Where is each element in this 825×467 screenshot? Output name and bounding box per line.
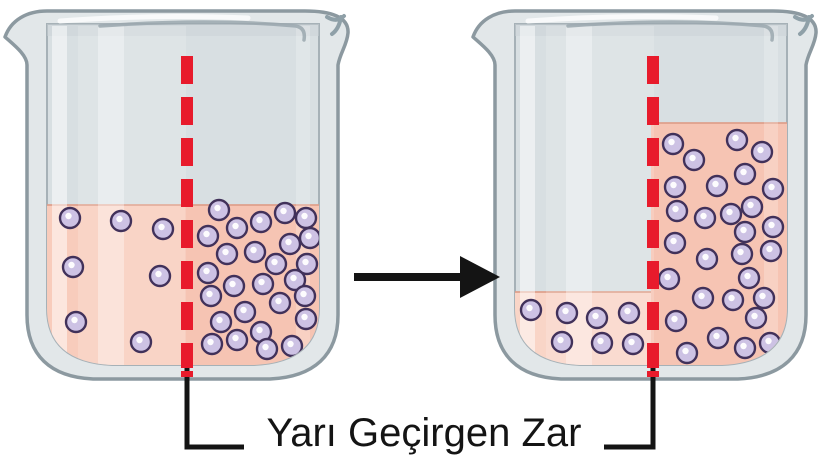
solute-particle: [759, 239, 783, 263]
solute-particle: [693, 206, 717, 230]
solute-particle: [129, 330, 153, 354]
arrow-head: [460, 256, 500, 298]
solute-particle: [264, 252, 288, 276]
solute-particle: [752, 286, 776, 310]
solute-particle: [243, 240, 267, 264]
solute-particle: [705, 174, 729, 198]
solute-particle: [278, 232, 302, 256]
membrane-dash-tick: [181, 371, 193, 377]
solute-particle: [295, 252, 319, 276]
solute-particle: [730, 242, 754, 266]
solute-particle: [621, 332, 645, 356]
solute-particle: [64, 310, 88, 334]
solute-particle: [617, 301, 641, 325]
solute-particle: [215, 242, 239, 266]
particle-layer: [519, 128, 785, 365]
solute-particle: [695, 247, 719, 271]
solute-particle: [222, 274, 246, 298]
solute-particle: [196, 224, 220, 248]
solute-particle: [664, 309, 688, 333]
particle-layer: [58, 198, 319, 361]
solute-particle: [682, 148, 706, 172]
callout-line-left: [184, 360, 244, 450]
solute-particle: [663, 231, 687, 255]
solute-particle: [691, 286, 715, 310]
solute-particle: [519, 298, 543, 322]
membrane-overlays: [181, 344, 659, 377]
solute-particle: [737, 266, 761, 290]
solute-particle: [750, 140, 774, 164]
solute-particle: [585, 306, 609, 330]
solute-particle: [268, 291, 292, 315]
solute-particle: [733, 220, 757, 244]
solute-particle: [725, 128, 749, 152]
solute-particle: [199, 284, 223, 308]
membrane-dash-overlay: [647, 344, 659, 368]
solute-particle: [719, 202, 743, 226]
solute-particle: [233, 300, 257, 324]
membrane-callout: [184, 360, 656, 450]
solute-particle: [744, 306, 768, 330]
solute-particle: [761, 215, 785, 239]
solute-particle: [294, 307, 318, 331]
solute-particle: [661, 132, 685, 156]
solute-particle: [590, 331, 614, 355]
solute-particle: [283, 268, 307, 292]
solute-particle: [273, 201, 297, 225]
solute-particle: [761, 177, 785, 201]
solute-particle: [298, 226, 319, 250]
solute-particle: [209, 310, 233, 334]
solute-particle: [61, 255, 85, 279]
solute-particle: [196, 261, 220, 285]
membrane-label: Yarı Geçirgen Zar: [267, 411, 582, 455]
solute-particle: [109, 209, 133, 233]
solute-particle: [225, 216, 249, 240]
solute-particle: [555, 301, 579, 325]
solute-particle: [148, 264, 172, 288]
solute-particle: [151, 217, 175, 241]
solute-particle: [207, 198, 231, 222]
beaker-before: [3, 9, 350, 381]
solute-particle: [255, 337, 279, 361]
transition-arrow: [354, 256, 500, 298]
solute-particle: [293, 284, 317, 308]
solute-particle: [280, 334, 304, 358]
solute-particle: [657, 267, 681, 291]
membrane-dash-tick: [647, 371, 659, 377]
callout-line-right: [604, 360, 656, 450]
solute-particle: [665, 199, 689, 223]
solute-particle: [251, 272, 275, 296]
solute-particle: [733, 336, 757, 360]
solute-particle: [721, 288, 745, 312]
beaker-after: [471, 9, 818, 381]
solute-particle: [294, 206, 318, 230]
arrow-shaft: [354, 273, 464, 281]
solute-particle: [663, 175, 687, 199]
solute-particle: [200, 332, 224, 356]
solute-particle: [249, 210, 273, 234]
solute-particle: [733, 162, 757, 186]
solute-particle: [706, 326, 730, 350]
membrane-dash-overlay: [181, 344, 193, 368]
solute-particle: [550, 330, 574, 354]
solute-particle: [225, 328, 249, 352]
solute-particle: [58, 206, 82, 230]
solute-particle: [675, 341, 699, 365]
solute-particle: [740, 195, 764, 219]
